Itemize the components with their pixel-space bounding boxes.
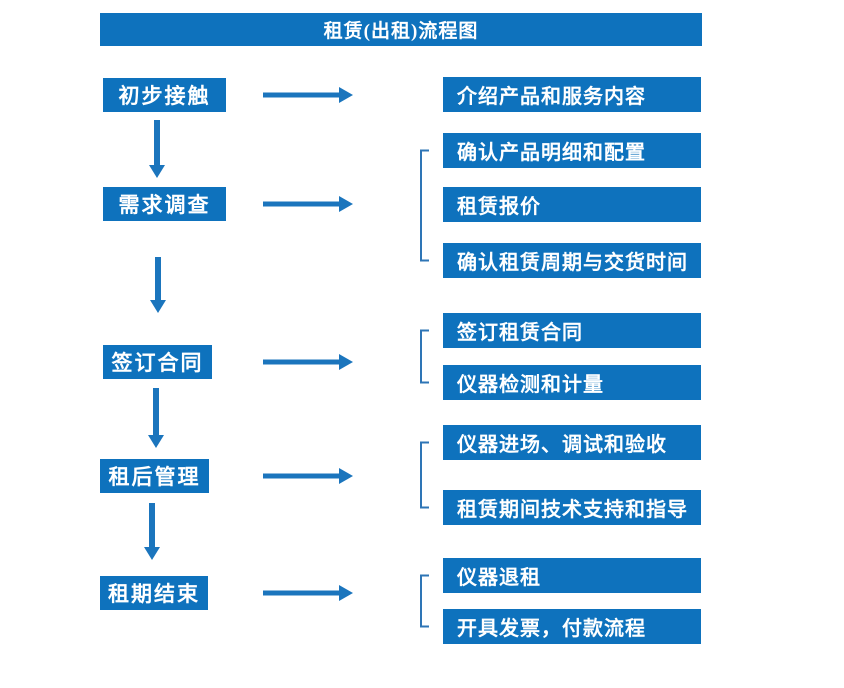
down-arrow-1	[149, 120, 165, 178]
bracket-group-sign-contract	[420, 329, 429, 384]
step-box-sign-contract: 签订合同	[103, 345, 212, 379]
right-arrow-2	[263, 196, 353, 212]
detail-box-instrument-return: 仪器退租	[443, 558, 701, 593]
step-box-initial-contact: 初步接触	[103, 78, 226, 112]
down-arrow-2	[150, 257, 166, 313]
page-title: 租赁(出租)流程图	[323, 21, 479, 42]
detail-box-confirm-rental-period: 确认租赁周期与交货时间	[443, 243, 701, 278]
right-arrow-3	[263, 354, 353, 370]
step-box-lease-end: 租期结束	[100, 576, 208, 610]
title-bar: 租赁(出租)流程图	[100, 13, 702, 46]
bracket-group-lease-end	[420, 574, 429, 628]
down-arrow-3	[148, 388, 164, 448]
down-arrow-4	[144, 503, 160, 560]
right-arrow-1	[263, 87, 353, 103]
step-box-post-rental-management: 租后管理	[100, 459, 209, 493]
detail-box-instrument-inspection: 仪器检测和计量	[443, 365, 701, 400]
bracket-group-demand-survey	[420, 149, 429, 262]
detail-box-tech-support: 租赁期间技术支持和指导	[443, 490, 701, 525]
detail-box-sign-rental-contract: 签订租赁合同	[443, 313, 701, 348]
right-arrow-4	[263, 468, 353, 484]
detail-box-instrument-setup: 仪器进场、调试和验收	[443, 425, 701, 460]
detail-box-introduce-products: 介绍产品和服务内容	[443, 77, 701, 112]
step-box-demand-survey: 需求调查	[103, 187, 226, 221]
bracket-group-post-rental	[420, 441, 429, 509]
detail-box-confirm-product-details: 确认产品明细和配置	[443, 133, 701, 168]
detail-box-invoice-payment: 开具发票，付款流程	[443, 609, 701, 644]
right-arrow-5	[263, 585, 353, 601]
detail-box-rental-quote: 租赁报价	[443, 187, 701, 222]
